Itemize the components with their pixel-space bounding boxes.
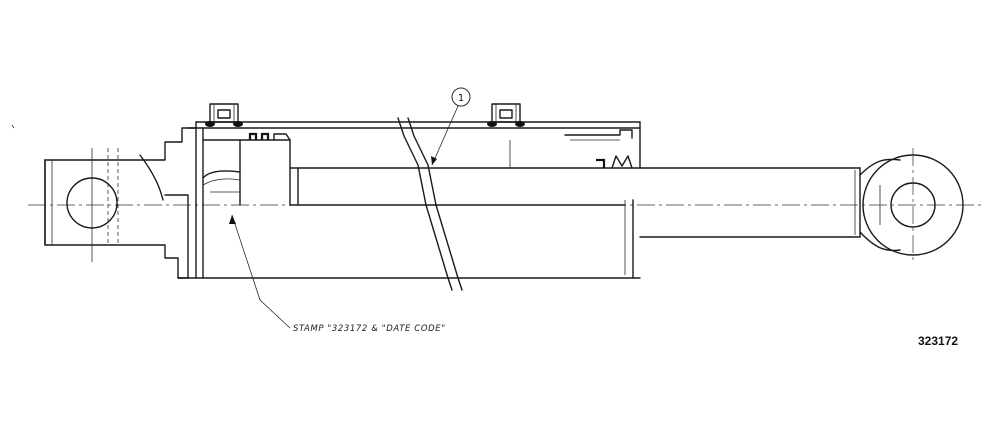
cylinder-barrel [177, 117, 641, 291]
balloon-label: 1 [458, 93, 464, 104]
stamp-note: STAMP "323172 & "DATE CODE" [293, 324, 446, 334]
piston-rod [639, 167, 861, 238]
left-pin-hole [66, 177, 118, 229]
part-number: 323172 [918, 334, 958, 348]
port-fitting-left [205, 103, 243, 127]
port-fitting-right [487, 103, 525, 127]
stamp-note-group: STAMP "323172 & "DATE CODE" [229, 214, 446, 334]
right-rod-eye [859, 148, 964, 262]
left-clevis-end [44, 127, 197, 279]
balloon-callout: 1 [431, 87, 471, 166]
